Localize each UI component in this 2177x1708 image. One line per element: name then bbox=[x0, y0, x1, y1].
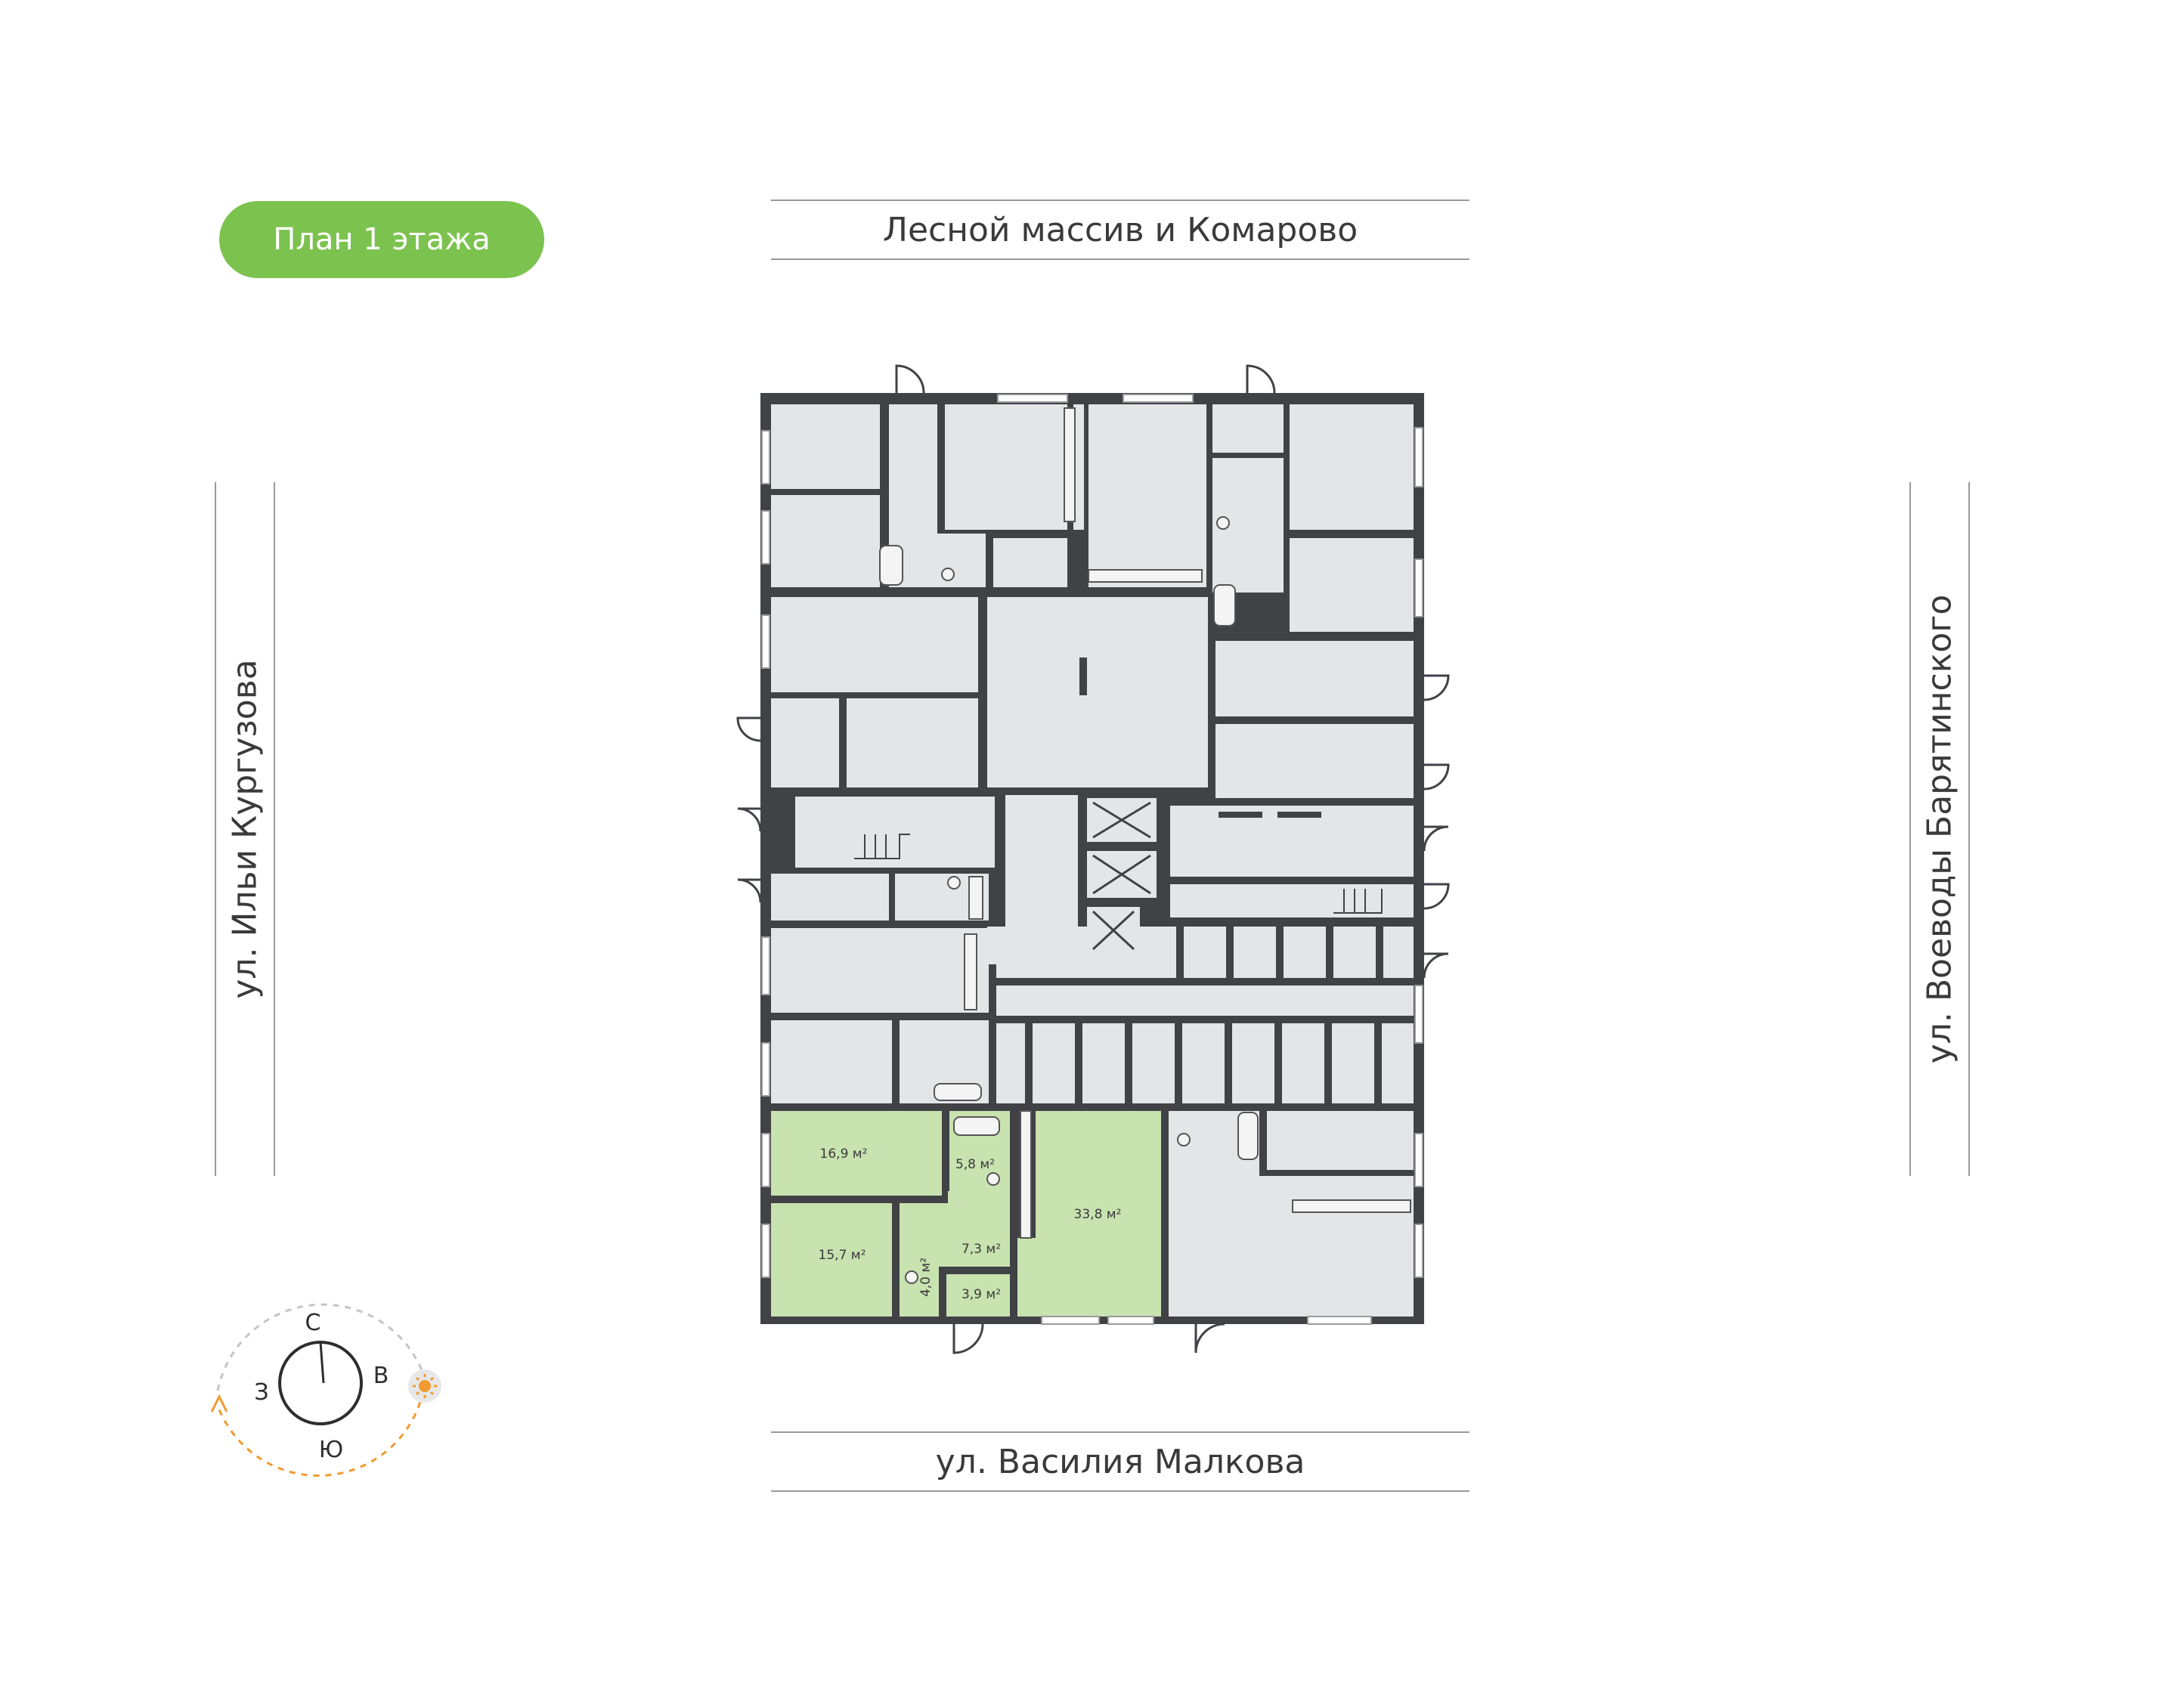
toilet bbox=[947, 876, 961, 890]
room bbox=[1215, 724, 1414, 798]
sun-path bbox=[216, 1390, 425, 1477]
room bbox=[771, 874, 889, 921]
room bbox=[1215, 641, 1414, 716]
elevator-marks bbox=[1092, 801, 1151, 951]
wc bbox=[946, 1274, 1010, 1317]
bedroom-1 bbox=[771, 1111, 942, 1196]
room bbox=[993, 538, 1067, 587]
room bbox=[1170, 884, 1414, 917]
area-wc: 3,9 м² bbox=[962, 1287, 1001, 1302]
area-bedroom-1: 16,9 м² bbox=[820, 1146, 868, 1162]
street-east: ул. Воеводы Барятинского bbox=[1909, 482, 1970, 1176]
room bbox=[795, 797, 995, 868]
central-hall bbox=[987, 597, 1208, 787]
bathtub bbox=[1237, 1112, 1259, 1160]
living-room bbox=[1017, 1238, 1048, 1317]
room bbox=[1229, 1176, 1414, 1317]
bathtub bbox=[934, 1083, 982, 1101]
kitchen-counter bbox=[1088, 569, 1203, 583]
toilet bbox=[1216, 516, 1230, 530]
room bbox=[771, 1020, 892, 1103]
sun-path-arrow-icon bbox=[210, 1394, 228, 1413]
windows bbox=[761, 394, 1423, 1325]
stairs bbox=[854, 834, 1383, 914]
room bbox=[945, 404, 1067, 530]
area-living-room: 33,8 м² bbox=[1074, 1207, 1122, 1222]
compass: С Ю З В bbox=[210, 1303, 441, 1477]
kitchen-counter bbox=[968, 876, 983, 920]
compass-needle bbox=[319, 1341, 325, 1384]
street-south-label: ул. Василия Малкова bbox=[935, 1442, 1305, 1481]
area-labels: 16,9 м² 5,8 м² 33,8 м² 15,7 м² 7,3 м² 3,… bbox=[819, 1146, 1122, 1302]
kitchen-counter bbox=[964, 933, 977, 1010]
room bbox=[1212, 404, 1284, 453]
room bbox=[771, 928, 989, 1013]
kitchen-counter bbox=[1064, 407, 1076, 522]
room bbox=[889, 534, 986, 587]
bathtub bbox=[879, 545, 903, 586]
toilet bbox=[905, 1270, 918, 1284]
bathtub bbox=[953, 1116, 1000, 1136]
room bbox=[771, 597, 978, 692]
room bbox=[771, 404, 880, 489]
fixtures bbox=[879, 407, 1411, 1284]
sun-path-dashed bbox=[216, 1303, 425, 1391]
apartment bbox=[771, 1111, 1161, 1317]
area-bathroom: 5,8 м² bbox=[955, 1157, 995, 1172]
compass-south: Ю bbox=[319, 1437, 343, 1463]
area-bedroom-2: 15,7 м² bbox=[819, 1248, 866, 1263]
toilet bbox=[1177, 1133, 1191, 1146]
bathtub bbox=[1213, 584, 1236, 627]
compass-west: З bbox=[254, 1379, 268, 1406]
room bbox=[847, 698, 978, 787]
room bbox=[771, 495, 880, 587]
room bbox=[1088, 404, 1206, 587]
kitchen-counter bbox=[1292, 1199, 1411, 1213]
hallway bbox=[948, 1191, 1010, 1214]
floor-plan-badge-label: План 1 этажа bbox=[273, 222, 491, 257]
storage-room bbox=[900, 1247, 939, 1317]
toilet bbox=[986, 1172, 1000, 1186]
room bbox=[1290, 538, 1414, 632]
street-north-label: Лесной массив и Комарово bbox=[882, 210, 1358, 249]
living-room bbox=[1036, 1111, 1161, 1317]
area-hallway: 7,3 м² bbox=[962, 1242, 1001, 1257]
room bbox=[1290, 404, 1414, 530]
sun-icon bbox=[408, 1369, 441, 1403]
bedroom-2 bbox=[771, 1203, 892, 1317]
street-north: Лесной массив и Комарово bbox=[771, 200, 1469, 260]
street-west: ул. Ильи Кургузова bbox=[215, 482, 275, 1176]
doors bbox=[736, 364, 1450, 1354]
floor-plan-badge: План 1 этажа bbox=[219, 201, 544, 278]
kitchen-counter bbox=[1020, 1110, 1032, 1239]
room bbox=[1267, 1111, 1414, 1170]
storage-partitions bbox=[996, 658, 1414, 1103]
compass-north: С bbox=[305, 1310, 321, 1336]
room bbox=[771, 698, 839, 787]
area-storage: 4,0 м² bbox=[918, 1258, 934, 1297]
storage-corridor bbox=[996, 927, 1414, 1103]
toilet bbox=[941, 568, 955, 581]
room bbox=[1073, 404, 1084, 530]
street-south: ул. Василия Малкова bbox=[771, 1431, 1469, 1492]
compass-east: В bbox=[373, 1363, 389, 1389]
